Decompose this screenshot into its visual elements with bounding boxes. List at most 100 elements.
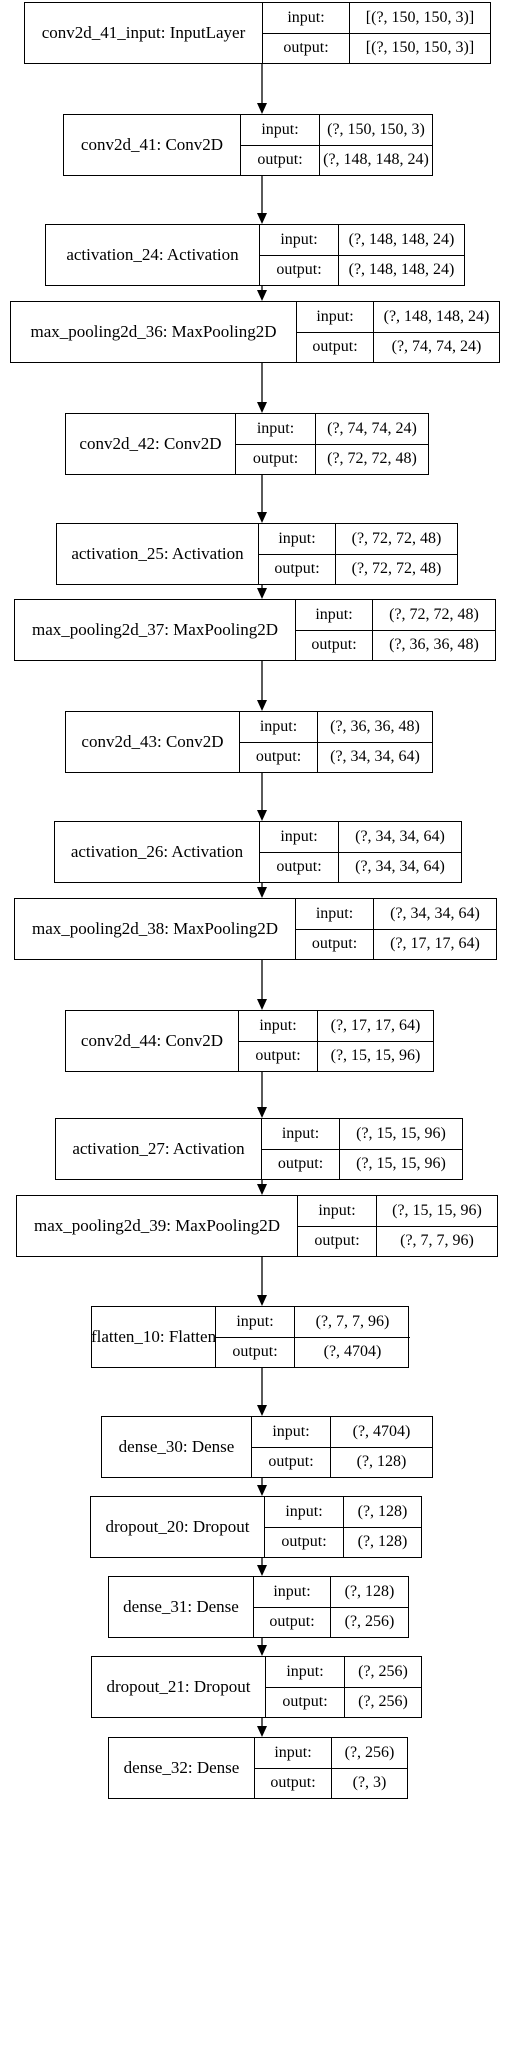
input-label: input: [263, 3, 350, 33]
output-label: output: [298, 1226, 377, 1256]
output-shape: (?, 148, 148, 24) [348, 261, 455, 279]
input-row: input: [(?, 150, 150, 3)] [263, 3, 490, 33]
input-row: input:(?, 15, 15, 96) [298, 1196, 497, 1226]
input-row: input:(?, 34, 34, 64) [296, 899, 496, 929]
output-shape: (?, 128) [356, 1453, 407, 1471]
input-row: input: (?, 148, 148, 24) [260, 225, 464, 255]
output-shape: (?, 3) [352, 1774, 387, 1792]
arrow-head-icon [257, 1485, 267, 1496]
arrow-head-icon [257, 1645, 267, 1656]
arrow-head-icon [257, 588, 267, 599]
input-shape: (?, 148, 148, 24) [348, 230, 455, 248]
layer-name: dense_32: Dense [109, 1738, 255, 1798]
layer-name: flatten_10: Flatten [91, 1307, 216, 1367]
input-shape: (?, 36, 36, 48) [330, 717, 420, 735]
layer-name: activation_25: Activation [57, 524, 259, 584]
input-label: input: [262, 1119, 340, 1149]
output-row: output:(?, 15, 15, 96) [262, 1148, 462, 1179]
input-label: input: [216, 1307, 295, 1337]
arrow-head-icon [257, 810, 267, 821]
output-row: output:(?, 36, 36, 48) [296, 629, 495, 660]
layer-name: activation_24: Activation [46, 225, 260, 285]
input-label: input: [260, 225, 339, 255]
output-label: output: [241, 145, 320, 175]
output-shape: (?, 256) [358, 1693, 408, 1711]
input-row: input:(?, 128) [265, 1497, 421, 1527]
output-label: output: [260, 852, 339, 882]
input-label: input: [259, 524, 336, 554]
output-label: output: [263, 33, 350, 63]
input-shape: [(?, 150, 150, 3)] [365, 8, 475, 26]
arrow-head-icon [257, 700, 267, 711]
input-shape: (?, 128) [357, 1502, 408, 1520]
output-row: output:(?, 256) [266, 1686, 421, 1717]
output-row: output:(?, 256) [254, 1606, 408, 1637]
input-shape: (?, 34, 34, 64) [390, 904, 480, 922]
output-label: output: [252, 1447, 331, 1477]
output-shape: [(?, 150, 150, 3)] [365, 39, 475, 57]
output-row: output: [(?, 150, 150, 3)] [263, 32, 490, 63]
output-row: output:(?, 34, 34, 64) [240, 741, 432, 772]
input-row: input:(?, 150, 150, 3) [241, 115, 432, 145]
input-label: input: [254, 1577, 331, 1607]
output-shape: (?, 4704) [323, 1343, 382, 1361]
output-row: output: (?, 128) [252, 1446, 432, 1477]
input-row: input:(?, 17, 17, 64) [239, 1011, 433, 1041]
input-row: input:(?, 36, 36, 48) [240, 712, 432, 742]
arrow-head-icon [257, 103, 267, 114]
layer-name: max_pooling2d_36: MaxPooling2D [11, 302, 297, 362]
output-row: output: (?, 72, 72, 48) [236, 443, 428, 474]
arrow-head-icon [257, 402, 267, 413]
input-row: input:(?, 15, 15, 96) [262, 1119, 462, 1149]
layer-name: dense_30: Dense [102, 1417, 252, 1477]
arrow-head-icon [257, 1726, 267, 1737]
output-row: output:(?, 72, 72, 48) [259, 553, 457, 584]
arrow-head-icon [257, 1107, 267, 1118]
input-shape: (?, 4704) [352, 1422, 411, 1440]
output-label: output: [297, 332, 374, 362]
input-label: input: [252, 1417, 331, 1447]
arrow-head-icon [257, 1295, 267, 1306]
output-row: output: (?, 17, 17, 64) [296, 928, 496, 959]
input-row: input:(?, 74, 74, 24) [236, 414, 428, 444]
input-shape: (?, 15, 15, 96) [392, 1201, 482, 1219]
output-shape: (?, 72, 72, 48) [327, 450, 417, 468]
output-shape: (?, 74, 74, 24) [391, 338, 482, 356]
arrow-head-icon [257, 1405, 267, 1416]
arrow-head-icon [257, 290, 267, 301]
layer-name: max_pooling2d_38: MaxPooling2D [15, 899, 296, 959]
output-shape: (?, 17, 17, 64) [390, 935, 480, 953]
input-row: input:(?, 34, 34, 64) [260, 822, 461, 852]
arrow-head-icon [257, 1565, 267, 1576]
output-label: output: [216, 1337, 295, 1367]
input-shape: (?, 34, 34, 64) [355, 827, 445, 845]
arrow-head-icon [257, 999, 267, 1010]
output-label: output: [255, 1768, 332, 1798]
layer-name: max_pooling2d_39: MaxPooling2D [17, 1196, 298, 1256]
input-row: input:(?, 72, 72, 48) [296, 600, 495, 630]
output-shape: (?, 256) [344, 1613, 395, 1631]
output-shape: (?, 34, 34, 64) [330, 748, 420, 766]
output-row: output: (?, 3) [255, 1767, 407, 1798]
arrow-head-icon [257, 887, 267, 898]
input-shape: (?, 74, 74, 24) [327, 419, 417, 437]
arrow-head-icon [257, 1184, 267, 1195]
input-row: input: (?, 4704) [252, 1417, 432, 1447]
input-shape: (?, 17, 17, 64) [330, 1016, 421, 1034]
output-row: output:(?, 148, 148, 24) [241, 144, 432, 175]
input-row: input:(?, 148, 148, 24) [297, 302, 499, 332]
output-label: output: [296, 929, 374, 959]
output-label: output: [236, 444, 316, 474]
layer-name: conv2d_44: Conv2D [66, 1011, 239, 1071]
